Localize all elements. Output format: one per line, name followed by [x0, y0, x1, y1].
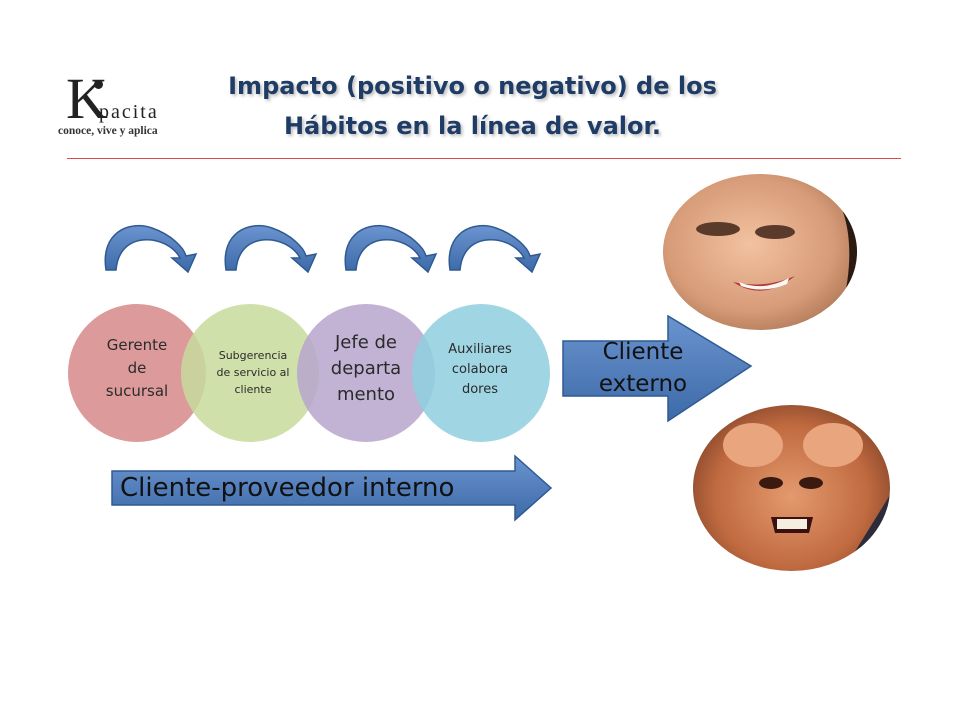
page-title: Impacto (positivo o negativo) de los Háb…: [200, 66, 745, 146]
chain-circles: [68, 304, 550, 442]
logo-dot: [94, 80, 103, 89]
curved-arrows: [104, 224, 542, 274]
smiling-woman-photo: [663, 174, 857, 330]
logo-tagline: conoce, vive y aplica: [58, 125, 158, 137]
curved-arrow-3-icon: [344, 224, 438, 274]
internal-client-arrow: [111, 454, 553, 522]
curved-arrow-2-icon: [224, 224, 318, 274]
title-line-2: Hábitos en la línea de valor.: [283, 112, 662, 140]
internal-client-label: Cliente-proveedor interno: [120, 473, 455, 503]
stressed-man-face-icon: [693, 423, 890, 571]
circle-subgerencia: [181, 304, 319, 442]
logo-letter: K: [66, 66, 108, 131]
external-client-arrow: [562, 314, 753, 423]
circle-jefe: [297, 304, 435, 442]
smiling-woman-face-icon: [696, 174, 857, 330]
circle-auxiliares: [412, 304, 550, 442]
stressed-man-photo: [693, 405, 890, 571]
kpacita-logo: K pacita conoce, vive y aplica: [52, 68, 194, 144]
title-divider: [67, 158, 901, 159]
curved-arrow-1-icon: [104, 224, 198, 274]
title-line-1: Impacto (positivo o negativo) de los: [228, 72, 717, 100]
logo-brand: pacita: [99, 101, 159, 123]
curved-arrow-4-icon: [448, 224, 542, 274]
circle-gerente: [68, 304, 206, 442]
